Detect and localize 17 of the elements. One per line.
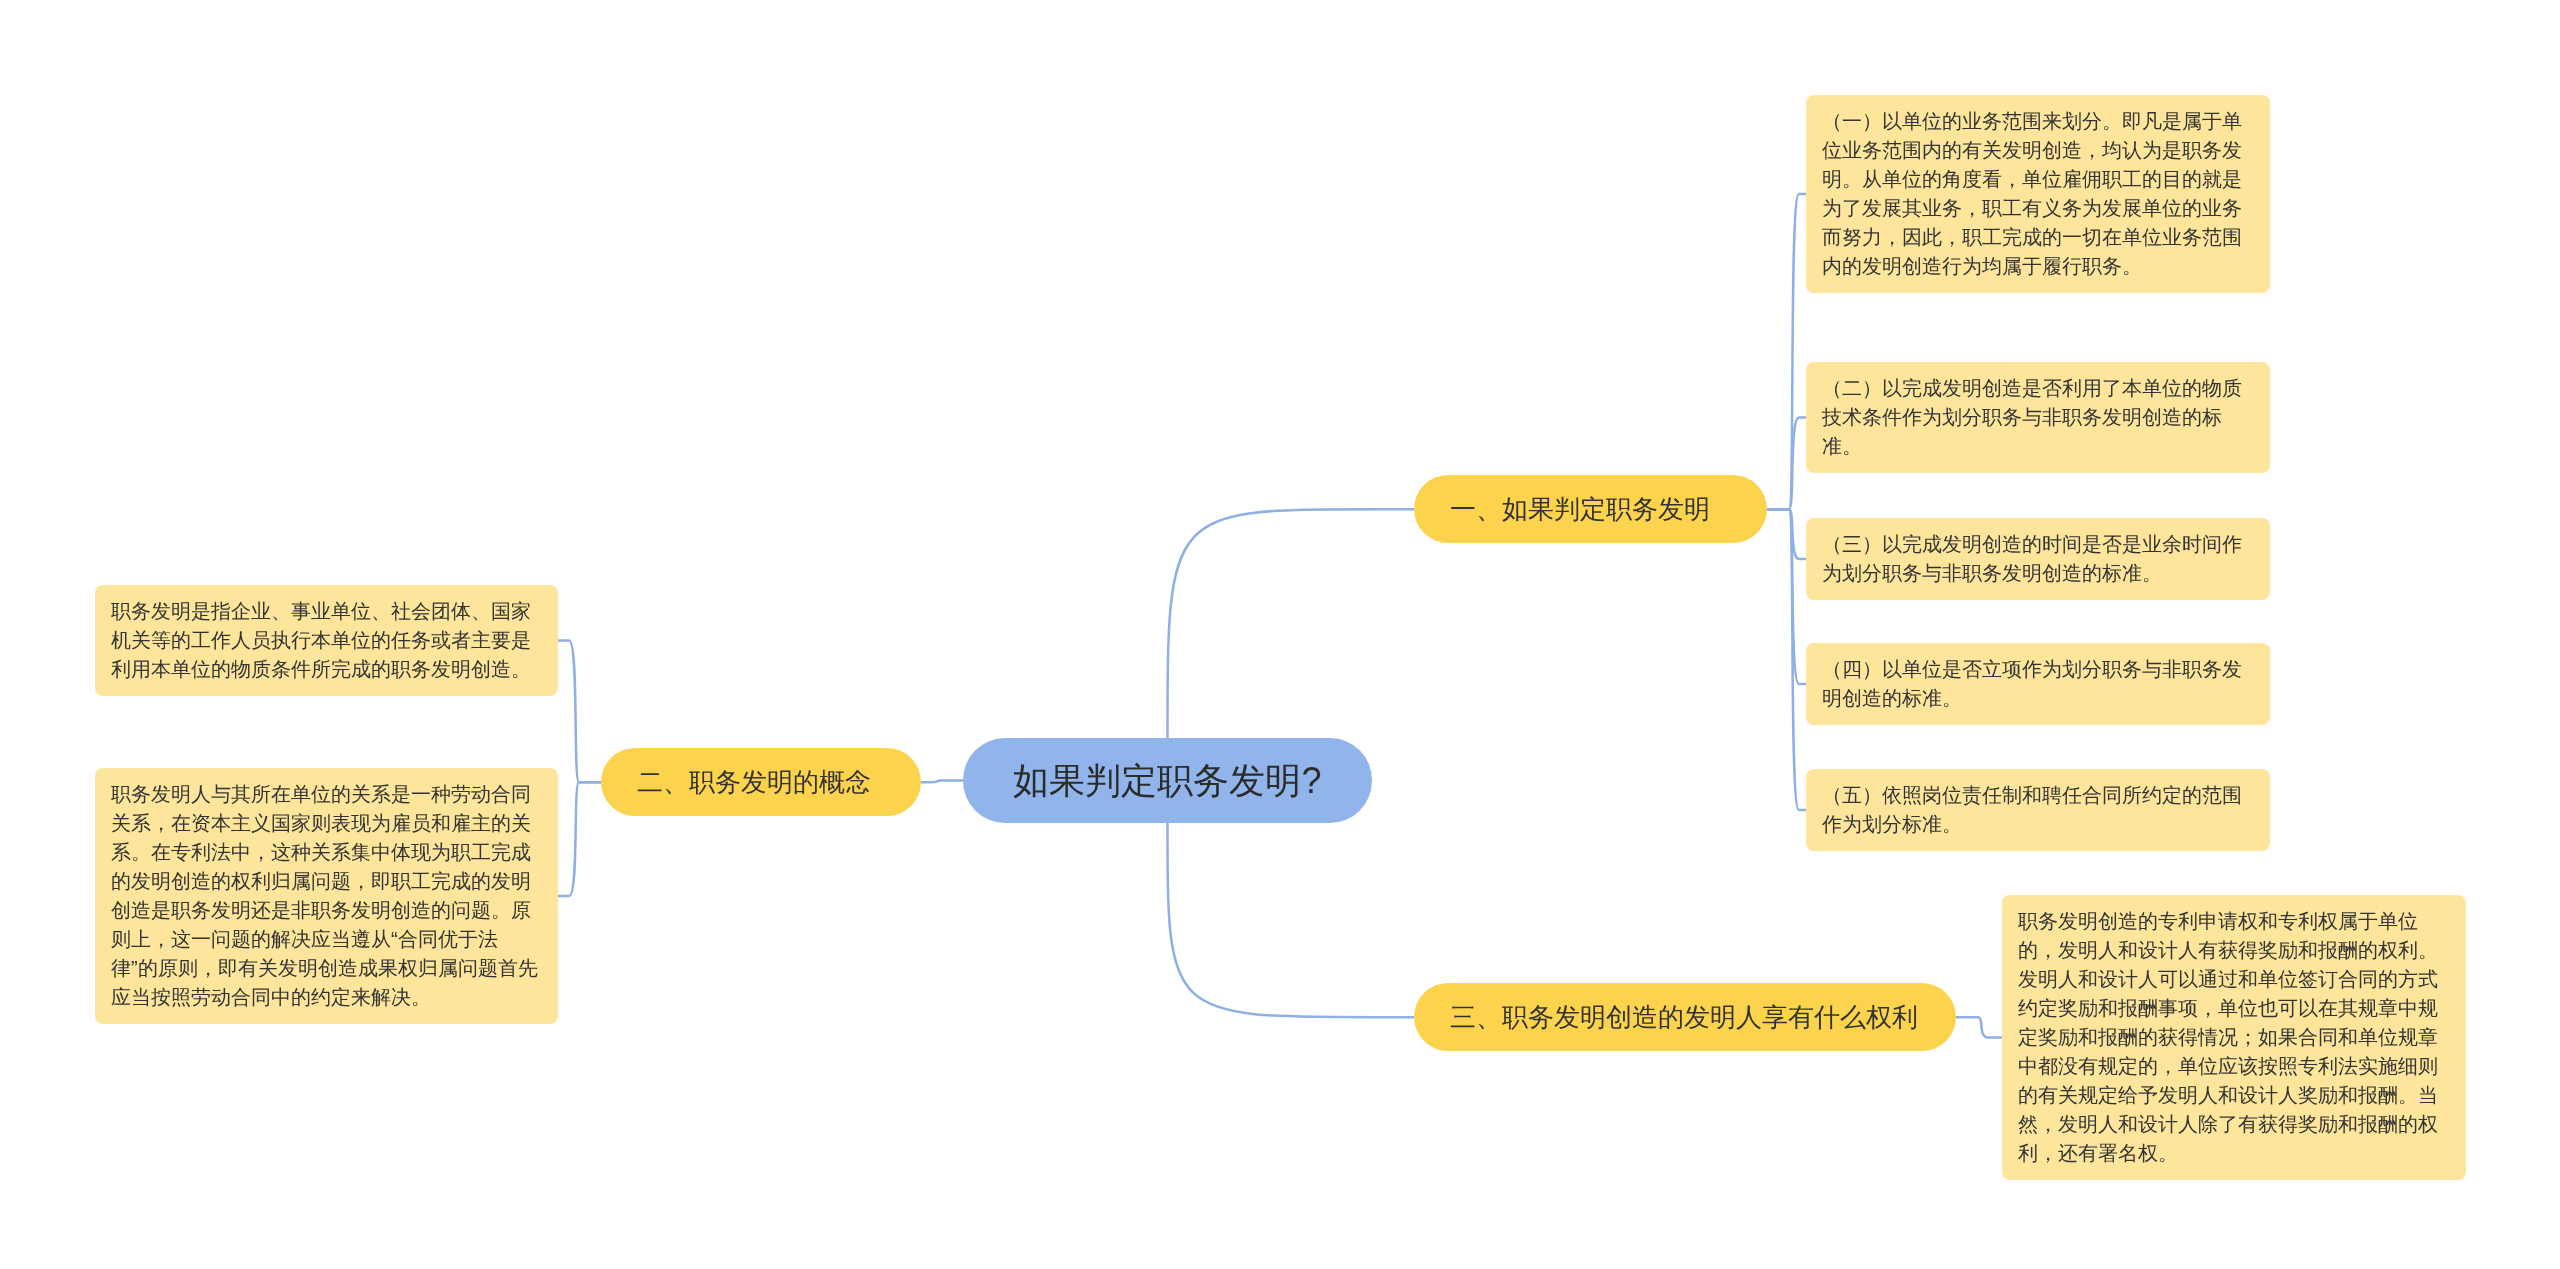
text-card: 职务发明创造的专利申请权和专利权属于单位的，发明人和设计人有获得奖励和报酬的权利。发明人和设计人可以通过和单位签订合同的方式约定奖励和报酬事项，单位也可以在其规章中规定奖励和报酬的获得情况；如果合同和单位规章中都没有规定的，单位应该按照专利法实施细则的有关规定给予发明人和设计人奖励和报酬。当然，发明人和设计人除了有获得奖励和报酬的权利，还有署名权。 <box>2002 895 2466 1180</box>
connector-line <box>921 779 963 784</box>
connector-line <box>1767 507 1806 812</box>
central-topic: 如果判定职务发明? <box>963 738 1372 823</box>
text-card: 职务发明是指企业、事业单位、社会团体、国家机关等的工作人员执行本单位的任务或者主要是利用本单位的物质条件所完成的职务发明创造。 <box>95 585 558 696</box>
text-card: （一）以单位的业务范围来划分。即凡是属于单位业务范围内的有关发明创造，均认为是职务发明。从单位的角度看，单位雇佣职工的目的就是为了发展其业务，职工有义务为发展单位的业务而努力，因此，职工完成的一切在单位业务范围内的发明创造行为均属于履行职务。 <box>1806 95 2270 293</box>
text-card: 职务发明人与其所在单位的关系是一种劳动合同关系，在资本主义国家则表现为雇员和雇主的关系。在专利法中，这种关系集中体现为职工完成的发明创造的权利归属问题，即职工完成的发明创造是职务发明还是非职务发明创造的问题。原则上，这一问题的解决应当遵从“合同优于法律”的原则，即有关发明创造成果权归属问题首先应当按照劳动合同中的约定来解决。 <box>95 768 558 1024</box>
text-card: （二）以完成发明创造是否利用了本单位的物质技术条件作为划分职务与非职务发明创造的标准。 <box>1806 362 2270 473</box>
connector-line <box>1956 1015 2002 1039</box>
branch-topic: 二、职务发明的概念 <box>601 748 921 817</box>
connector-line <box>1166 823 1414 1019</box>
branch-topic: 一、如果判定职务发明 <box>1414 475 1767 544</box>
text-card: （五）依照岗位责任制和聘任合同所约定的范围作为划分标准。 <box>1806 769 2270 851</box>
connector-line <box>1166 507 1414 738</box>
branch-topic: 三、职务发明创造的发明人享有什么权利 <box>1414 983 1956 1052</box>
text-card: （三）以完成发明创造的时间是否是业余时间作为划分职务与非职务发明创造的标准。 <box>1806 518 2270 600</box>
text-card: （四）以单位是否立项作为划分职务与非职务发明创造的标准。 <box>1806 643 2270 725</box>
